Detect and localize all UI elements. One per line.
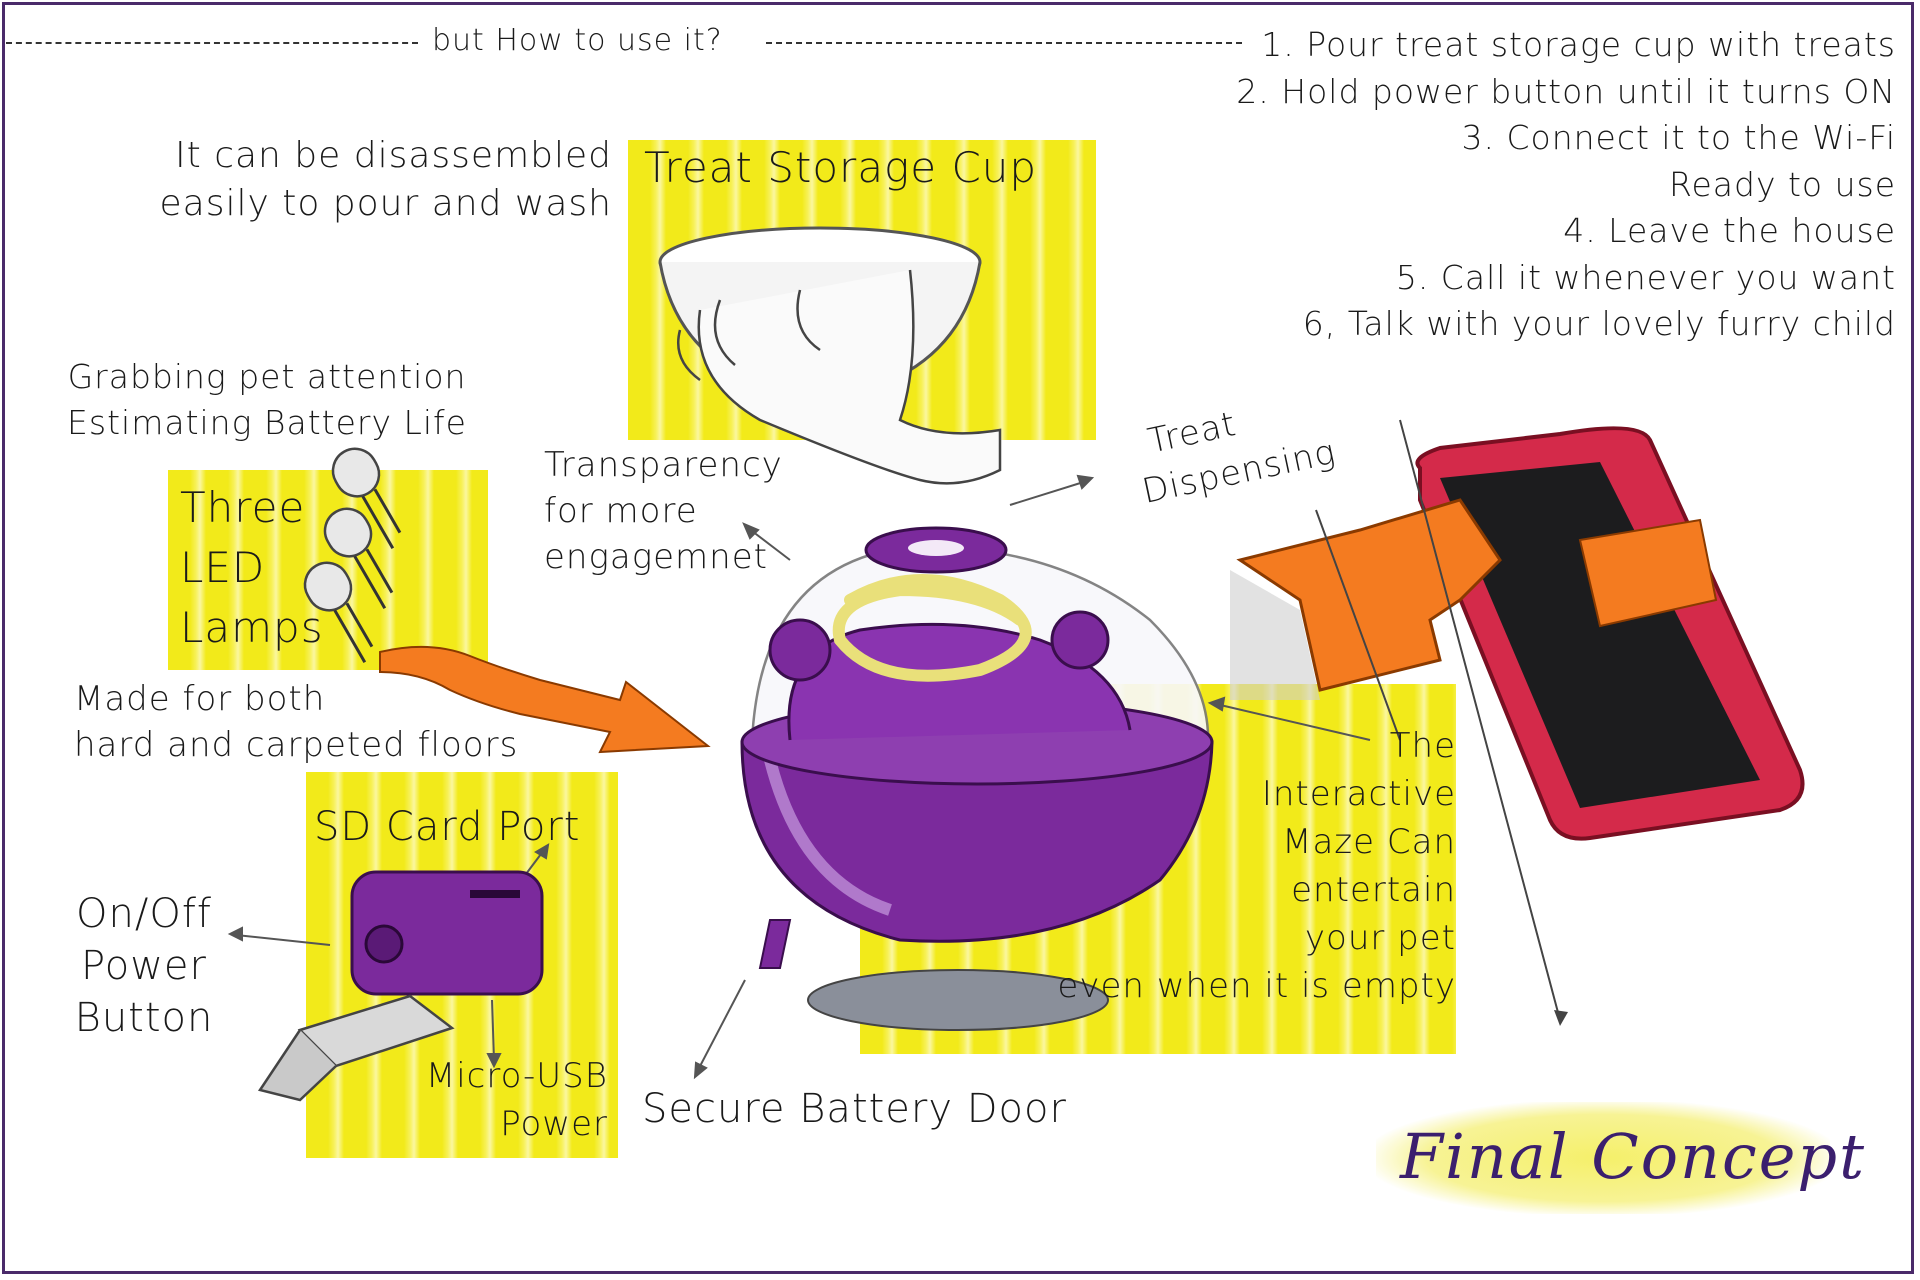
battery-door-note: Secure Battery Door	[642, 1086, 1067, 1132]
disassemble-line-2: easily to pour and wash	[152, 180, 612, 228]
led-title: Three LED Lamps	[180, 478, 324, 658]
micro-usb-note: Micro-USB Power	[380, 1052, 608, 1148]
power-line-3: Button	[44, 992, 244, 1044]
led-line-2: LED	[180, 538, 324, 598]
battery-life: Estimating Battery Life	[24, 400, 510, 446]
disassemble-line-1: It can be disassembled	[152, 132, 612, 180]
maze-line-4: entertain	[1000, 866, 1456, 914]
power-line-2: Power	[44, 940, 244, 992]
treat-cup-title: Treat Storage Cup	[644, 144, 1037, 192]
usb-line-1: Micro-USB	[380, 1052, 608, 1100]
led-line-1: Three	[180, 478, 324, 538]
maze-line-2: Interactive	[1000, 770, 1456, 818]
maze-note: The Interactive Maze Can entertain your …	[1000, 722, 1456, 1010]
floors-line-1: Made for both	[74, 676, 518, 722]
power-button-note: On/Off Power Button	[44, 888, 244, 1044]
led-line-3: Lamps	[180, 598, 324, 658]
power-line-1: On/Off	[44, 888, 244, 940]
maze-line-1: The	[1000, 722, 1456, 770]
transparency-line-2: for more	[544, 488, 783, 534]
transparency-line-1: Transparency	[544, 442, 783, 488]
sd-port-title: SD Card Port	[314, 804, 581, 850]
usb-line-2: Power	[380, 1100, 608, 1148]
floors-line-2: hard and carpeted floors	[74, 722, 518, 768]
led-purpose-note: Grabbing pet attention Estimating Batter…	[24, 354, 510, 446]
maze-line-5: your pet	[1000, 914, 1456, 962]
final-concept-title: Final Concept	[1400, 1120, 1866, 1193]
floors-note: Made for both hard and carpeted floors	[74, 676, 518, 768]
maze-line-6: even when it is empty	[1000, 962, 1456, 1010]
transparency-note: Transparency for more engagemnet	[544, 442, 783, 580]
maze-line-3: Maze Can	[1000, 818, 1456, 866]
grabbing-attention: Grabbing pet attention	[24, 354, 510, 400]
transparency-line-3: engagemnet	[544, 534, 783, 580]
disassemble-note: It can be disassembled easily to pour an…	[152, 132, 612, 228]
